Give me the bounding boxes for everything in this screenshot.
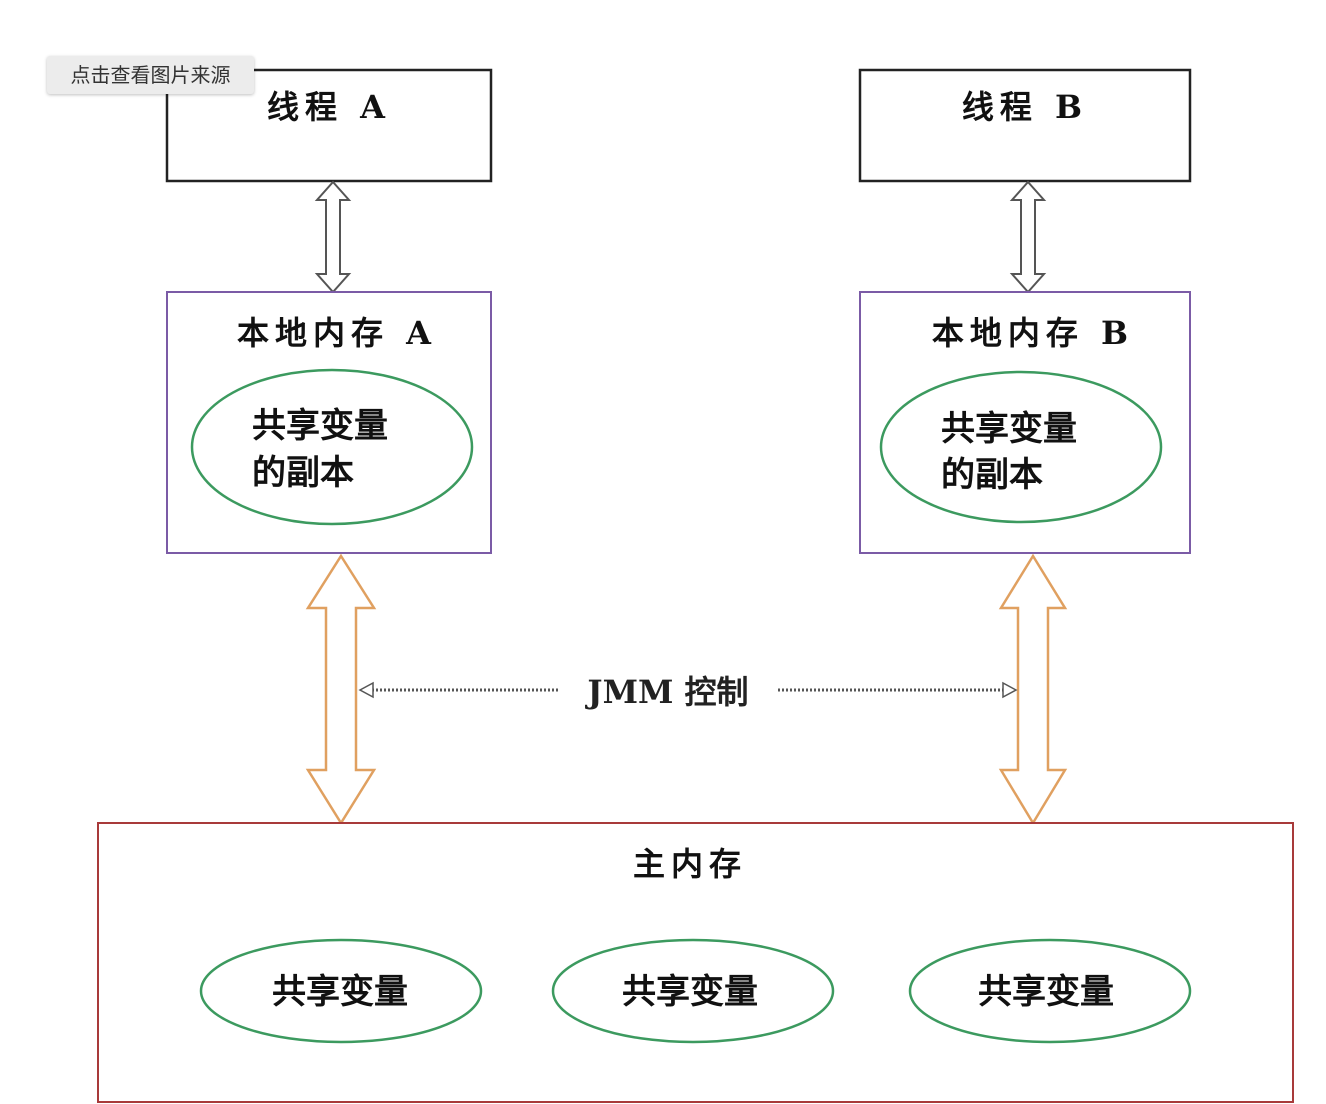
local-a-copy-line1: 共享变量 [252, 406, 388, 446]
local-a-copy-ellipse [190, 368, 474, 526]
local-memory-b-label: 本地内存 B [932, 314, 1134, 352]
shared-variable-ellipse-3 [908, 938, 1192, 1044]
jmm-arrowhead-left [358, 681, 374, 699]
local-b-copy-line2: 的副本 [941, 455, 1043, 495]
shared-variable-ellipse-1 [199, 938, 483, 1044]
view-image-source-button[interactable]: 点击查看图片来源 [47, 56, 254, 94]
thread-b-box [858, 68, 1192, 183]
jmm-arrowhead-right [1002, 681, 1018, 699]
local-b-copy-line1: 共享变量 [941, 409, 1077, 449]
shared-variable-label-2: 共享变量 [622, 972, 758, 1012]
local-memory-a-label: 本地内存 A [237, 314, 437, 352]
thread-a-label: 线程 A [267, 88, 391, 126]
shared-variable-label-1: 共享变量 [272, 972, 408, 1012]
main-memory-label: 主内存 [633, 845, 747, 883]
local-b-copy-ellipse [879, 370, 1163, 524]
thread-b-local-arrow [1009, 180, 1047, 294]
shared-variable-label-3: 共享变量 [978, 972, 1114, 1012]
thread-b-label: 线程 B [962, 88, 1088, 126]
local-a-copy-line2: 的副本 [252, 453, 354, 493]
thread-a-local-arrow [314, 180, 352, 294]
shared-variable-ellipse-2 [551, 938, 835, 1044]
jmm-control-label: JMM 控制 [584, 673, 748, 711]
